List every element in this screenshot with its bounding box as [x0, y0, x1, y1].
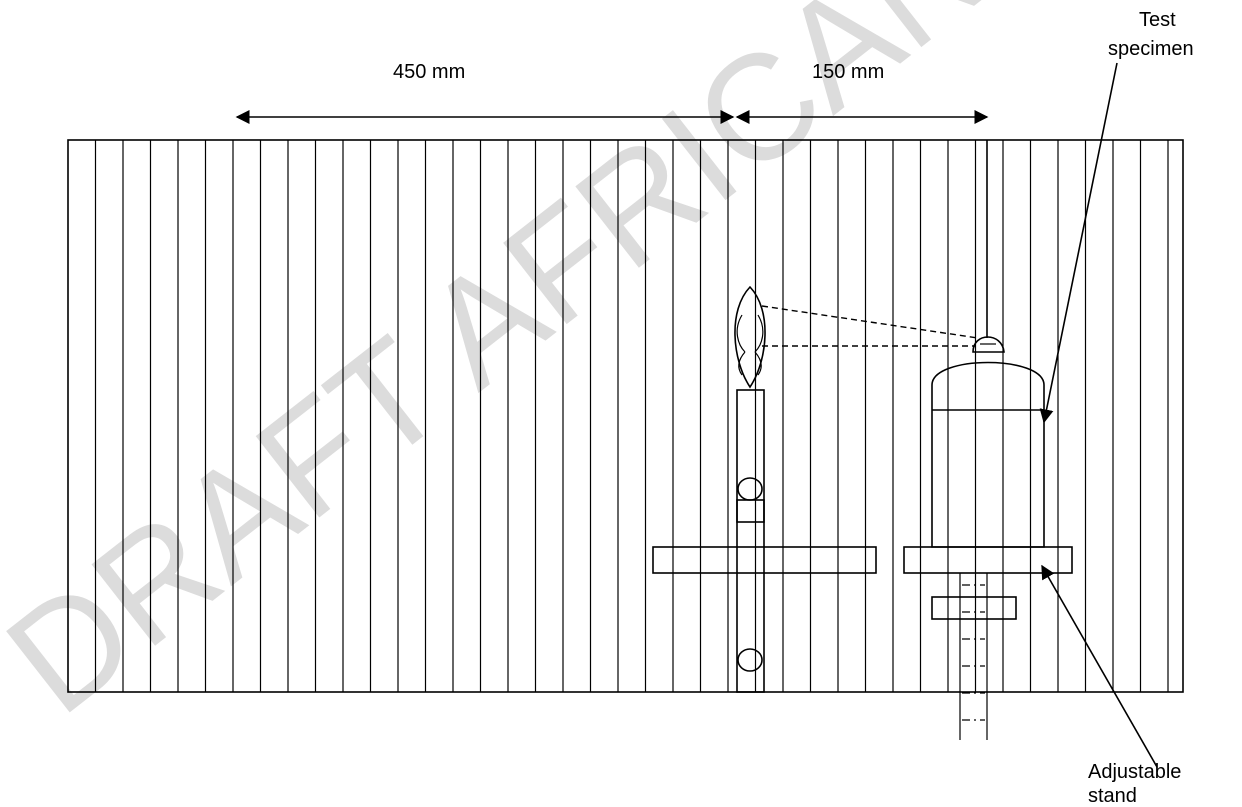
stand-label-line1: Adjustable: [1088, 761, 1181, 783]
backboard: [67, 139, 1184, 693]
stand-label-line2: stand: [1088, 785, 1137, 807]
test-specimen: [931, 336, 1045, 548]
flame-sight-lines: [761, 305, 979, 347]
backboard-vertical-lines: [94, 140, 1169, 692]
burner-platform: [652, 546, 877, 574]
specimen-label-line1: Test: [1139, 9, 1176, 31]
dimension-450mm: 450 mm: [235, 61, 735, 124]
dimension-150mm-label: 150 mm: [812, 61, 884, 83]
burner: [736, 389, 765, 693]
dimension-450mm-label: 450 mm: [393, 61, 465, 83]
specimen-leader-arrow: [1039, 62, 1118, 424]
dimension-150mm: 150 mm: [735, 61, 989, 124]
specimen-label-line2: specimen: [1108, 38, 1194, 60]
flame: [734, 285, 766, 389]
stand-leader-arrow: [1041, 564, 1158, 768]
stand-scale-marks: [962, 584, 985, 721]
adjustable-stand: [903, 546, 1073, 740]
